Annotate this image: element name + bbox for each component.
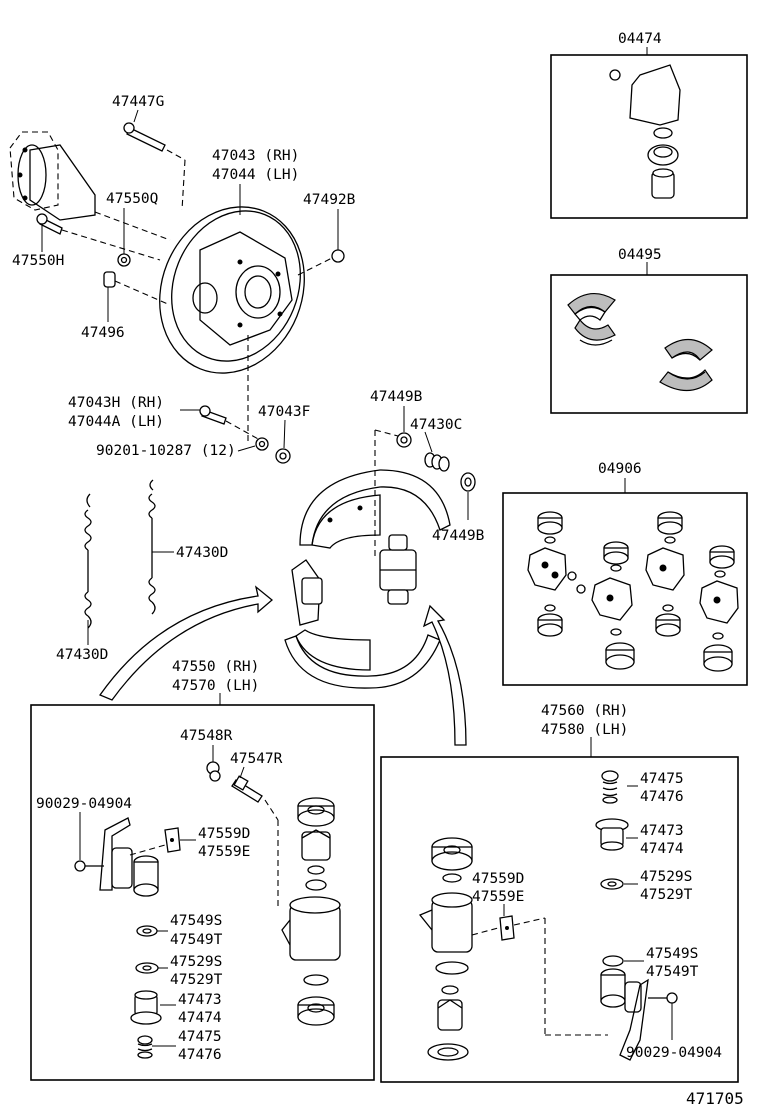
label-04906: 04906 <box>598 461 642 477</box>
clip-47496 <box>103 271 116 288</box>
label-47548r: 47548R <box>180 728 233 744</box>
axle-housing-flange <box>9 131 96 221</box>
spring-47430d-right <box>148 479 156 615</box>
label-47430c: 47430C <box>410 417 462 433</box>
plug-47492b <box>331 249 345 263</box>
label-47547r: 47547R <box>230 751 283 767</box>
adjuster-assembly-right <box>600 968 678 1061</box>
label-47549t-left: 47549T <box>170 932 223 948</box>
label-47550-rh: 47550 (RH) <box>172 659 259 675</box>
label-47549s-right: 47549S <box>646 946 698 962</box>
label-90029-04904-right: 90029-04904 <box>626 1045 722 1061</box>
bolt-47550h <box>36 213 63 235</box>
arrow-right-assembly <box>422 604 467 746</box>
label-47474-right: 47474 <box>640 841 684 857</box>
label-47550h: 47550H <box>12 253 64 269</box>
label-47529t-left: 47529T <box>170 972 223 988</box>
bleeder-47043h <box>199 405 227 425</box>
screw-47475-left <box>137 1035 153 1059</box>
label-47529t-right: 47529T <box>640 887 693 903</box>
clip-47559d-right <box>499 915 515 941</box>
label-47475-right: 47475 <box>640 771 684 787</box>
label-04495: 04495 <box>618 247 662 263</box>
label-47580-lh: 47580 (LH) <box>541 722 628 738</box>
label-47473-left: 47473 <box>178 992 222 1008</box>
label-47476-left: 47476 <box>178 1047 222 1063</box>
label-47447g: 47447G <box>112 94 164 110</box>
label-47549s-left: 47549S <box>170 913 222 929</box>
label-47043-rh: 47043 (RH) <box>212 148 299 164</box>
label-47044-lh: 47044 (LH) <box>212 167 299 183</box>
repair-kit-04906 <box>527 511 739 672</box>
assembly-box-left <box>30 704 375 1081</box>
label-47549t-right: 47549T <box>646 964 699 980</box>
label-47449b-top: 47449B <box>370 389 423 405</box>
label-47559d-left: 47559D <box>198 826 250 842</box>
spring-47430d-left <box>84 493 92 629</box>
spring-47430c <box>424 452 450 472</box>
adjuster-assembly-left <box>74 817 159 897</box>
screw-47475-right <box>601 770 619 804</box>
cylinder-kit-04474 <box>609 64 681 199</box>
label-47496: 47496 <box>81 325 125 341</box>
shoe-kit-04495 <box>567 293 713 392</box>
label-47044a: 47044A (LH) <box>68 414 164 430</box>
label-47492b: 47492B <box>303 192 356 208</box>
wheel-cylinder-center <box>379 534 417 605</box>
label-47473-right: 47473 <box>640 823 684 839</box>
cap-47043f <box>275 448 291 464</box>
label-47474-left: 47474 <box>178 1010 222 1026</box>
brake-shoe-upper <box>299 469 451 549</box>
label-47430d-b: 47430D <box>56 647 108 663</box>
label-47560-rh: 47560 (RH) <box>541 703 628 719</box>
assembly-box-right <box>380 756 739 1083</box>
label-47559d-right: 47559D <box>472 871 524 887</box>
bolt-47447g <box>123 122 166 152</box>
label-47559e-right: 47559E <box>472 889 524 905</box>
nut-47550q <box>117 253 131 267</box>
backing-plate <box>159 206 305 374</box>
adjuster-center <box>291 559 323 626</box>
label-04474: 04474 <box>618 31 662 47</box>
diagram-id: 471705 <box>686 1089 744 1108</box>
kit-box-04495 <box>550 274 748 414</box>
arrow-left-assembly <box>99 585 274 701</box>
label-90029-04904-left: 90029-04904 <box>36 796 132 812</box>
label-47529s-left: 47529S <box>170 954 222 970</box>
seal-47549s-right <box>602 955 624 967</box>
boot-47449b-top <box>396 432 412 448</box>
label-47430d-a: 47430D <box>176 545 228 561</box>
label-47570-lh: 47570 (LH) <box>172 678 259 694</box>
label-47559e-left: 47559E <box>198 844 250 860</box>
label-47043f: 47043F <box>258 404 310 420</box>
wheel-cylinder-left <box>281 797 341 1026</box>
bleeder-47547r <box>231 775 263 803</box>
label-47550q: 47550Q <box>106 191 158 207</box>
piston-47473-left <box>130 990 162 1025</box>
label-47449b-bottom: 47449B <box>432 528 485 544</box>
clip-47559d-left <box>164 827 181 853</box>
wheel-cylinder-right <box>418 837 473 1061</box>
seal-47529s-left <box>135 962 159 974</box>
label-47529s-right: 47529S <box>640 869 692 885</box>
label-90201-10287: 90201-10287 (12) <box>96 443 236 459</box>
kit-box-04474 <box>550 54 748 219</box>
bleeder-47548r <box>206 761 221 782</box>
label-47475-left: 47475 <box>178 1029 222 1045</box>
seal-47529s-right <box>600 878 624 890</box>
label-47043h: 47043H (RH) <box>68 395 164 411</box>
piston-47473-right <box>595 818 629 851</box>
boot-47449b-bottom <box>460 472 476 492</box>
label-47476-right: 47476 <box>640 789 684 805</box>
brake-shoe-lower <box>284 629 441 689</box>
washer-90201 <box>255 437 269 451</box>
seal-47549s-left <box>136 925 158 937</box>
